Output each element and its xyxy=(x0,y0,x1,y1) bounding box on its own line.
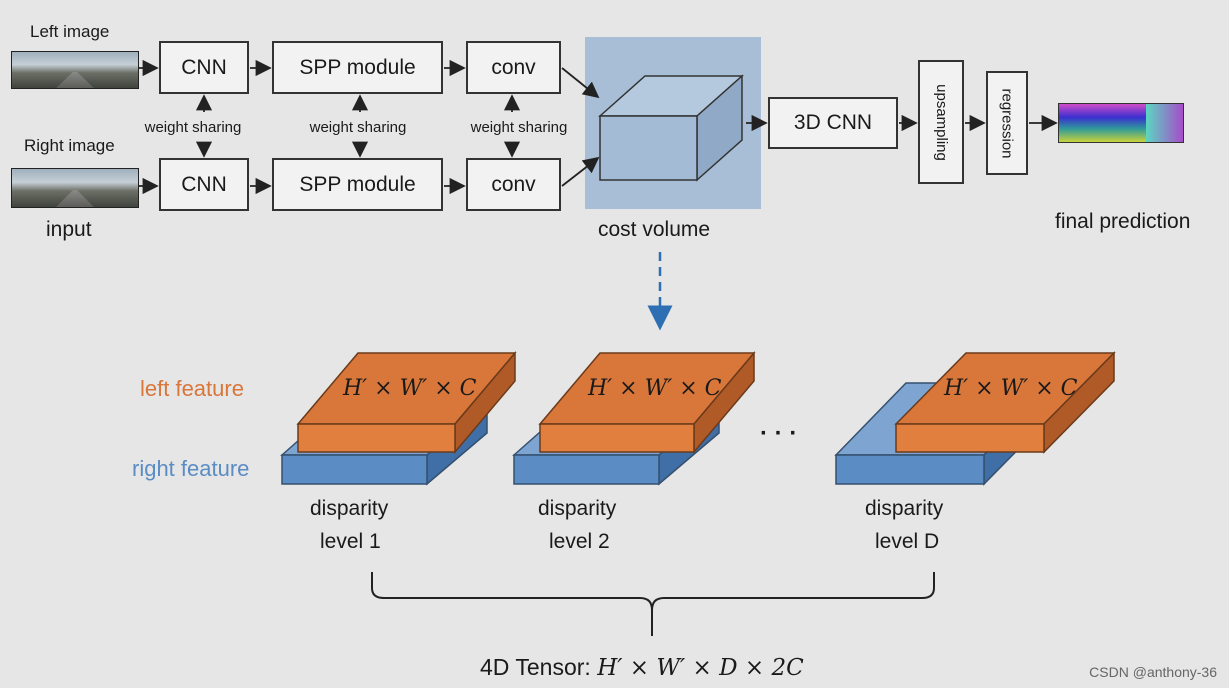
spp-box-right: SPP module xyxy=(272,158,443,211)
spp-box-left: SPP module xyxy=(272,41,443,94)
conv-box-left: conv xyxy=(466,41,561,94)
input-label: input xyxy=(46,218,92,241)
disparity-level-1: level 1 xyxy=(320,530,381,553)
cnn3d-label: 3D CNN xyxy=(793,111,873,134)
cnn-label-right: CNN xyxy=(181,172,227,196)
cnn-box-right: CNN xyxy=(159,158,249,211)
feature-dims-1: H′ × W′ × C xyxy=(343,376,477,401)
feature-stack-2 xyxy=(512,350,756,486)
cnn-box-left: CNN xyxy=(159,41,249,94)
left-feature-label: left feature xyxy=(140,376,244,401)
spp-label-left: SPP module xyxy=(299,55,416,79)
disparity-level-d: level D xyxy=(875,530,940,553)
cost-volume-label: cost volume xyxy=(598,218,711,241)
arrow-conv-cost-right xyxy=(561,156,600,187)
disparity-word-2: disparity xyxy=(538,497,617,520)
spp-label-right: SPP module xyxy=(299,172,416,196)
tensor-caption: 4D Tensor: H′ × W′ × D × 2C xyxy=(480,654,804,681)
right-feature-label: right feature xyxy=(132,456,250,481)
disparity-level-2: level 2 xyxy=(549,530,610,553)
feature-stack-d xyxy=(834,351,1116,486)
ellipsis: · · · xyxy=(760,420,798,447)
disparity-word-1: disparity xyxy=(310,497,389,520)
conv-label-right: conv xyxy=(491,172,536,196)
cnn3d-box: 3D CNN xyxy=(768,97,898,149)
tensor-math: H′ × W′ × D × 2C xyxy=(597,655,804,681)
feature-dims-2: H′ × W′ × C xyxy=(588,376,722,401)
right-image-thumbnail xyxy=(11,168,139,208)
conv-box-right: conv xyxy=(466,158,561,211)
feature-dims-d: H′ × W′ × C xyxy=(944,376,1078,401)
cnn-label-left: CNN xyxy=(181,55,227,79)
cost-volume-cube xyxy=(598,74,744,182)
tensor-brace xyxy=(371,572,935,636)
final-prediction-label: final prediction xyxy=(1055,210,1191,233)
weight-sharing-spp: weight sharing xyxy=(309,119,407,136)
final-prediction-image xyxy=(1058,103,1184,143)
left-image-label: Left image xyxy=(30,22,110,41)
left-image-thumbnail xyxy=(11,51,139,89)
disparity-word-d: disparity xyxy=(865,497,944,520)
regression-box: regression xyxy=(986,71,1028,175)
feature-stack-1 xyxy=(280,350,517,486)
arrow-conv-cost-left xyxy=(561,67,600,99)
conv-label-left: conv xyxy=(491,55,536,79)
right-image-label: Right image xyxy=(24,136,115,155)
upsampling-box: upsampling xyxy=(918,60,964,184)
weight-sharing-conv: weight sharing xyxy=(470,119,568,136)
tensor-prefix: 4D Tensor: xyxy=(480,654,598,680)
watermark: CSDN @anthony-36 xyxy=(1089,664,1217,680)
weight-sharing-cnn: weight sharing xyxy=(144,119,242,136)
